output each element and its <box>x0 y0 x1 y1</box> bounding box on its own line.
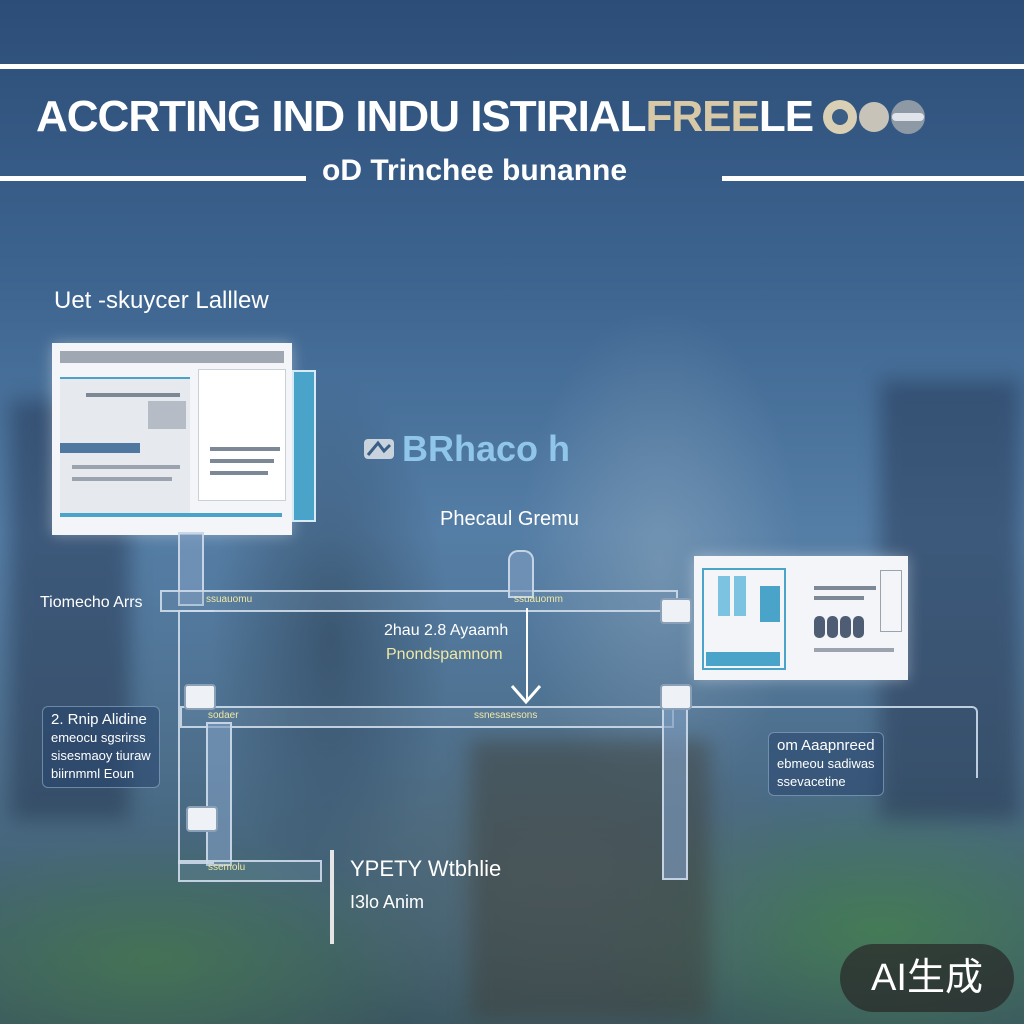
note-line: emeocu sgsrirss <box>51 730 146 745</box>
header-left-rule <box>0 176 306 181</box>
connector-node[interactable] <box>660 684 692 710</box>
pipe-left-vertical <box>206 722 232 866</box>
bottom-heading: YPETY Wtbhlie <box>350 856 502 881</box>
page-title: ACCRTING IND INDU ISTIRIALFREELE <box>36 92 814 142</box>
rail-tag: ssnesasesons <box>474 710 538 721</box>
note-line: ssevacetine <box>777 774 846 789</box>
panel-line <box>210 459 274 463</box>
panel-side-box <box>880 570 902 632</box>
gear-logo-icon <box>823 100 925 134</box>
note-line: ebmeou sadiwas <box>777 756 875 771</box>
bottom-divider <box>330 850 334 944</box>
panel-line <box>86 393 180 397</box>
note-line: sisesmaoy tiuraw <box>51 748 151 763</box>
brand-name: BRhaco h <box>402 428 571 469</box>
panel-line <box>814 586 876 590</box>
panel-line <box>814 596 864 600</box>
rail-tag: ssemolu <box>208 862 246 873</box>
connector-node[interactable] <box>660 598 692 624</box>
chevron-down-icon <box>510 685 542 705</box>
bottom-subheading: I3lo Anim <box>350 892 425 912</box>
panel-block <box>148 401 186 429</box>
note-line: biirnmml Eoun <box>51 766 135 781</box>
center-step-label: 2hau 2.8 Ayaamh <box>384 622 509 639</box>
header-right-rule <box>722 176 1024 181</box>
ai-generated-watermark: AI生成 <box>840 944 1014 1012</box>
chart-frame <box>702 568 786 670</box>
brand-emblem-icon <box>364 439 394 459</box>
chart-bar <box>718 576 730 616</box>
chart-base-bar <box>706 652 780 666</box>
title-accent: FREE <box>645 92 760 141</box>
note-line: 2. Rnip Alidine <box>51 711 147 728</box>
rail-loop-left <box>178 610 214 864</box>
rail-tag: ssuauomu <box>206 594 253 605</box>
panel-line <box>72 477 172 481</box>
section-label: Uet -skuycer Lalllew <box>54 287 269 314</box>
note-left: 2. Rnip Alidine emeocu sgsrirss sisesmao… <box>42 706 160 788</box>
panel-line <box>210 471 268 475</box>
title-tail: LE <box>758 92 814 141</box>
center-step-sublabel: Pnondspamnom <box>386 646 503 663</box>
pipe-center-top <box>508 550 534 598</box>
page-subtitle: oD Trinchee bunanne <box>322 154 628 187</box>
title-main: ACCRTING IND INDU ISTIRIAL <box>36 92 647 141</box>
rail-middle <box>180 706 674 728</box>
pipe-right-vertical <box>662 706 688 880</box>
rail-right-extension <box>670 706 978 778</box>
dashboard-panel-left[interactable] <box>52 343 292 535</box>
process-label-top: Phecaul Gremu <box>440 508 579 530</box>
panel-right-column <box>198 369 286 501</box>
panel-footer-bar <box>60 513 282 517</box>
bar-chart-icon <box>814 616 864 638</box>
rail-tag: ssuauomm <box>514 594 563 605</box>
note-line: om Aaapnreed <box>777 737 875 754</box>
panel-highlight-bar <box>60 443 140 453</box>
panel-line <box>72 465 180 469</box>
panel-line <box>814 648 894 652</box>
connector-node[interactable] <box>186 806 218 832</box>
chart-bar <box>760 586 780 622</box>
brand-logo: BRhaco h <box>362 428 571 469</box>
pipe-from-panel <box>178 532 204 606</box>
chart-bar <box>734 576 746 616</box>
panel-header-bar <box>60 351 284 363</box>
panel-side-tab[interactable] <box>292 370 316 522</box>
rail-bottom <box>178 860 322 882</box>
panel-line <box>210 447 280 451</box>
rail-tag: sodaer <box>208 710 239 721</box>
side-label-left: Tiomecho Arrs <box>40 594 143 611</box>
connector-node[interactable] <box>184 684 216 710</box>
note-right: om Aaapnreed ebmeou sadiwas ssevacetine <box>768 732 884 796</box>
dashboard-panel-right[interactable] <box>694 556 908 680</box>
header-top-rule <box>0 64 1024 69</box>
flow-arrow-line <box>526 608 528 700</box>
